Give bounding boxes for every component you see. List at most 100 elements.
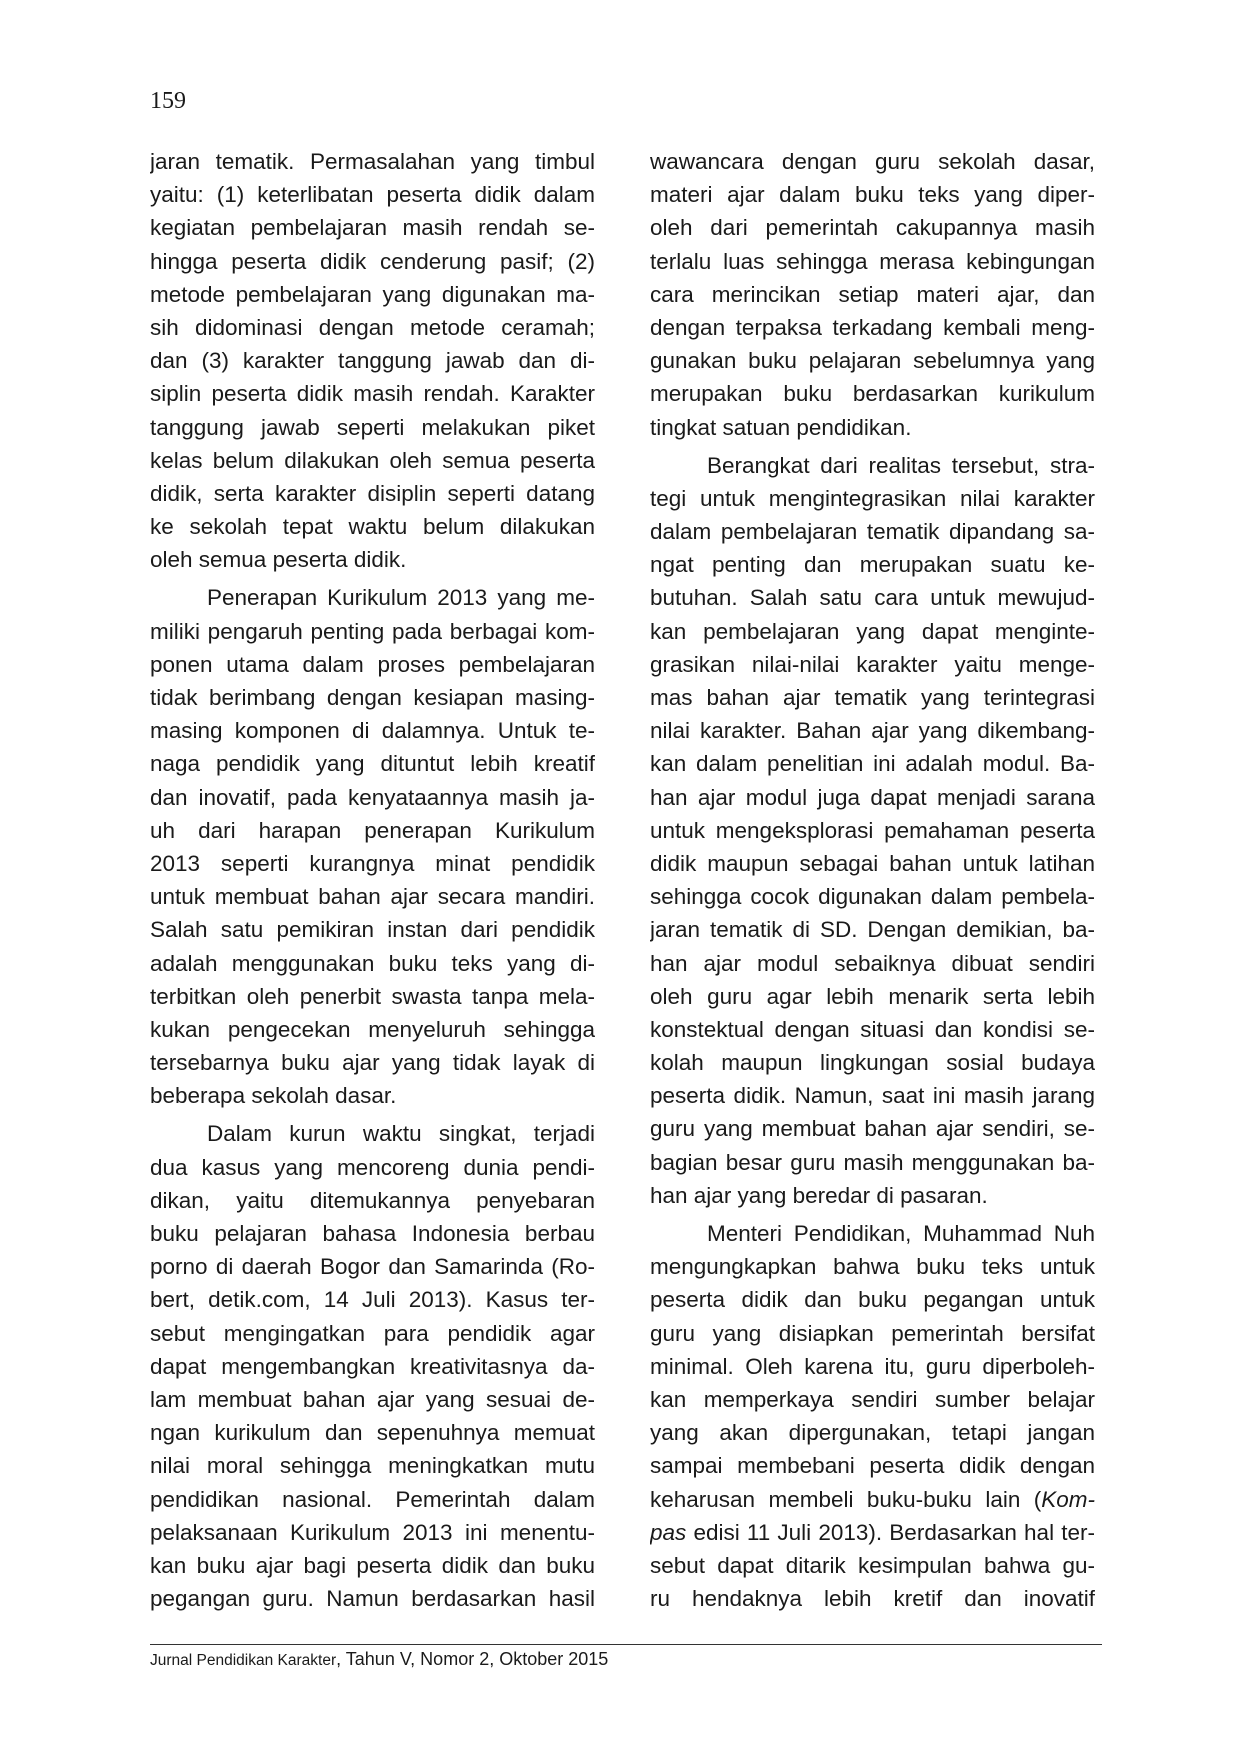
text-line: oleh dari pemerintah cakupannya masih [650, 215, 1095, 241]
page-number: 159 [150, 88, 186, 114]
text-line: tersebarnya buku ajar yang tidak layak d… [150, 1050, 595, 1076]
text-line: siplin peserta didik masih rendah. Karak… [150, 381, 595, 407]
text-line: sehingga cocok digunakan dalam pembela- [650, 884, 1095, 910]
text-line: tegi untuk mengintegrasikan nilai karakt… [650, 485, 1095, 511]
text-line: kan buku ajar bagi peserta didik dan buk… [150, 1552, 595, 1578]
text-line: 2013 seperti kurangnya minat pendidik [150, 850, 595, 876]
text-line: ponen utama dalam proses pembelajaran [150, 651, 595, 677]
text-line: mengungkapkan bahwa buku teks untuk [650, 1254, 1095, 1280]
text-line: sih didominasi dengan metode ceramah; [150, 314, 595, 340]
text-line: pas edisi 11 Juli 2013). Berdasarkan hal… [650, 1516, 1095, 1549]
text-line: keharusan membeli buku-buku lain (Kom- [650, 1483, 1095, 1516]
footer-divider [150, 1644, 1102, 1645]
text-line: peserta didik. Namun, saat ini masih jar… [650, 1083, 1095, 1109]
text-line: dan inovatif, pada kenyataannya masih ja… [150, 784, 595, 810]
paragraph-1: wawancara dengan guru sekolah dasar, mat… [650, 145, 1095, 444]
paragraph-3: Dalam kurun waktu singkat, terjadi dua k… [150, 1117, 595, 1615]
text-line: wawancara dengan guru sekolah dasar, [650, 149, 1095, 174]
text-segment: edisi 11 Juli 2013). Berdasarkan hal ter… [686, 1519, 1095, 1545]
text-segment: keharusan membeli buku-buku lain ( [650, 1486, 1042, 1512]
text-line: han ajar modul juga dapat menjadi sarana [650, 784, 1095, 810]
text-line: dapat mengembangkan kreativitasnya da- [150, 1353, 595, 1379]
text-line: han ajar yang beredar di pasaran. [650, 1182, 988, 1208]
text-line: merupakan buku berdasarkan kurikulum [650, 381, 1095, 407]
paragraph-2: Berangkat dari realitas tersebut, stra- … [650, 449, 1095, 1212]
text-line: materi ajar dalam buku teks yang diper- [650, 182, 1095, 208]
paragraph-2: Penerapan Kurikulum 2013 yang me- miliki… [150, 581, 595, 1112]
text-line: dua kasus yang mencoreng dunia pendi- [150, 1154, 595, 1180]
text-line: ngan kurikulum dan sepenuhnya memuat [150, 1420, 595, 1446]
text-line: peserta didik dan buku pegangan untuk [650, 1287, 1095, 1313]
text-line: minimal. Oleh karena itu, guru diperbole… [650, 1353, 1095, 1379]
text-line: Menteri Pendidikan, Muhammad Nuh [707, 1221, 1095, 1246]
text-line: dikan, yaitu ditemukannya penyebaran [150, 1187, 595, 1213]
text-line: dengan terpaksa terkadang kembali meng- [650, 314, 1095, 340]
text-line: untuk mengeksplorasi pemahaman peserta [650, 817, 1095, 843]
text-line: gunakan buku pelajaran sebelumnya yang [650, 348, 1095, 374]
text-line: porno di daerah Bogor dan Samarinda (Ro- [150, 1254, 595, 1280]
text-line: didik, serta karakter disiplin seperti d… [150, 480, 595, 506]
text-line: kukan pengecekan menyeluruh sehingga [150, 1016, 595, 1042]
footer: Jurnal Pendidikan Karakter, Tahun V, Nom… [150, 1649, 608, 1670]
text-line: hingga peserta didik cenderung pasif; (2… [150, 248, 595, 274]
text-line: bert, detik.com, 14 Juli 2013). Kasus te… [150, 1287, 595, 1313]
text-line: buku pelajaran bahasa Indonesia berbau [150, 1221, 595, 1246]
text-line: oleh semua peserta didik. [150, 547, 407, 573]
text-line: sebut mengingatkan para pendidik agar [150, 1320, 595, 1346]
journal-name: Jurnal Pendidikan Karakter [150, 1652, 337, 1669]
text-line: untuk membuat bahan ajar secara mandiri. [150, 884, 595, 910]
text-line: bagian besar guru masih menggunakan ba- [650, 1149, 1095, 1175]
text-line: nilai moral sehingga meningkatkan mutu [150, 1453, 595, 1479]
text-line: masing komponen di dalamnya. Untuk te- [150, 718, 595, 744]
text-line: Dalam kurun waktu singkat, terjadi [207, 1121, 595, 1147]
text-line: pegangan guru. Namun berdasarkan hasil [150, 1586, 595, 1612]
text-line: pelaksanaan Kurikulum 2013 ini menentu- [150, 1519, 595, 1545]
text-line: naga pendidik yang dituntut lebih kreati… [150, 751, 595, 777]
text-line: dalam pembelajaran tematik dipandang sa- [650, 519, 1095, 545]
text-line: cara merincikan setiap materi ajar, dan [650, 281, 1095, 307]
italic-text: pas [650, 1519, 687, 1545]
text-line: miliki pengaruh penting pada berbagai ko… [150, 618, 595, 644]
text-line: adalah menggunakan buku teks yang di- [150, 950, 595, 976]
text-line: terlalu luas sehingga merasa kebingungan [650, 248, 1095, 274]
text-line: han ajar modul sebaiknya dibuat sendiri [650, 950, 1095, 976]
text-line: yang akan dipergunakan, tetapi jangan [650, 1420, 1095, 1446]
text-line: kelas belum dilakukan oleh semua peserta [150, 447, 595, 473]
text-line: kan dalam penelitian ini adalah modul. B… [650, 751, 1095, 777]
text-line: ru hendaknya lebih kretif dan inovatif [650, 1586, 1095, 1612]
text-line: nilai karakter. Bahan ajar yang dikemban… [650, 718, 1095, 744]
text-line: lam membuat bahan ajar yang sesuai de- [150, 1386, 595, 1412]
text-line: guru yang disiapkan pemerintah bersifat [650, 1320, 1095, 1346]
text-line: kan pembelajaran yang dapat menginte- [650, 618, 1095, 644]
text-line: sampai membebani peserta didik dengan [650, 1453, 1095, 1479]
paragraph-3: Menteri Pendidikan, Muhammad Nuh mengung… [650, 1217, 1095, 1615]
issue-info: , Tahun V, Nomor 2, Oktober 2015 [336, 1649, 609, 1669]
text-line: Salah satu pemikiran instan dari pendidi… [150, 917, 595, 943]
text-line: oleh guru agar lebih menarik serta lebih [650, 983, 1095, 1009]
text-line: jaran tematik di SD. Dengan demikian, ba… [650, 917, 1095, 943]
text-line: terbitkan oleh penerbit swasta tanpa mel… [150, 983, 595, 1009]
text-line: pendidikan nasional. Pemerintah dalam [150, 1486, 595, 1512]
text-line: kan memperkaya sendiri sumber belajar [650, 1386, 1095, 1412]
text-line: kolah maupun lingkungan sosial budaya [650, 1050, 1095, 1076]
paragraph-1: jaran tematik. Permasalahan yang timbul … [150, 145, 595, 576]
right-column: wawancara dengan guru sekolah dasar, mat… [650, 145, 1095, 1615]
text-line: ngat penting dan merupakan suatu ke- [650, 552, 1095, 578]
text-line: kegiatan pembelajaran masih rendah se- [150, 215, 595, 241]
italic-text: Kom- [1041, 1486, 1095, 1512]
text-line: butuhan. Salah satu cara untuk mewujud- [650, 585, 1095, 611]
text-line: sebut dapat ditarik kesimpulan bahwa gu- [650, 1552, 1095, 1578]
text-line: ke sekolah tepat waktu belum dilakukan [150, 514, 595, 540]
text-line: yaitu: (1) keterlibatan peserta didik da… [150, 182, 595, 208]
text-line: tingkat satuan pendidikan. [650, 414, 912, 440]
text-line: uh dari harapan penerapan Kurikulum [150, 817, 595, 843]
text-line: beberapa sekolah dasar. [150, 1083, 397, 1109]
text-line: didik maupun sebagai bahan untuk latihan [650, 850, 1095, 876]
left-column: jaran tematik. Permasalahan yang timbul … [150, 145, 595, 1615]
text-line: grasikan nilai-nilai karakter yaitu meng… [650, 651, 1095, 677]
text-line: mas bahan ajar tematik yang terintegrasi [650, 685, 1095, 710]
text-line: dan (3) karakter tanggung jawab dan di- [150, 348, 595, 374]
text-line: Berangkat dari realitas tersebut, stra- [707, 452, 1095, 478]
text-line: guru yang membuat bahan ajar sendiri, se… [650, 1116, 1095, 1142]
text-line: tidak berimbang dengan kesiapan masing- [150, 685, 595, 710]
